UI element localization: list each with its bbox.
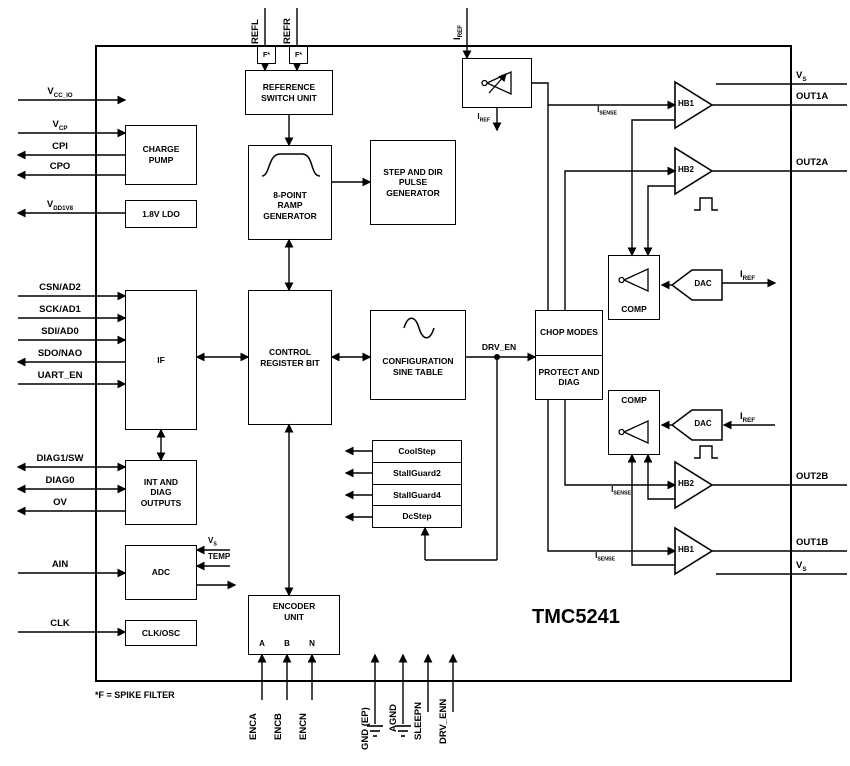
signal-label-isense-top: ISENSE — [597, 105, 617, 117]
pin-label-gnd-ep: GND (EP) — [360, 707, 371, 750]
block-comp-bottom: COMP — [608, 390, 660, 455]
pin-label-iref-right-top: IREF — [740, 269, 755, 282]
block-ramp-generator: 8-POINT RAMP GENERATOR — [248, 145, 332, 240]
block-clk-osc: CLK/OSC — [125, 620, 197, 646]
block-sine-table: CONFIGURATION SINE TABLE — [370, 310, 466, 400]
pin-label-clk: CLK — [50, 618, 70, 629]
block-iref-generator — [462, 58, 532, 108]
encoder-pin-n: N — [309, 639, 315, 648]
block-encoder-unit: ENCODER UNIT — [248, 595, 340, 655]
block-int-diag-outputs: INT AND DIAG OUTPUTS — [125, 460, 197, 525]
pin-label-ain: AIN — [51, 559, 69, 570]
pin-label-csn-ad2: CSN/AD2 — [39, 282, 81, 293]
pin-label-vcp: VCP — [52, 119, 68, 132]
pin-label-out2a: OUT2A — [796, 157, 829, 168]
pin-label-refr: REFR — [282, 18, 293, 44]
pin-label-refl: REFL — [250, 19, 261, 44]
pin-label-encn: ENCN — [298, 713, 309, 740]
dac-bottom-label: DAC — [694, 419, 712, 428]
block-comp-top: COMP — [608, 255, 660, 320]
block-protect-diag: PROTECT AND DIAG — [538, 366, 600, 388]
pin-label-enca: ENCA — [248, 713, 259, 740]
feature-stallguard4: StallGuard4 — [373, 485, 461, 507]
dac-top-label: DAC — [694, 279, 712, 288]
pin-label-out1a: OUT1A — [796, 91, 829, 102]
feature-coolstep: CoolStep — [373, 441, 461, 463]
hb2-top-label: HB2 — [678, 165, 695, 174]
pin-label-out1b: OUT1B — [796, 537, 829, 548]
filter-box-refl: F* — [257, 46, 276, 64]
pin-label-sleepn: SLEEPN — [413, 701, 424, 740]
block-if: IF — [125, 290, 197, 430]
pin-label-ov: OV — [53, 497, 67, 508]
pin-label-iref-right-bottom: IREF — [740, 411, 755, 424]
pin-label-encb: ENCB — [273, 713, 284, 740]
block-chop-protect: CHOP MODES PROTECT AND DIAG — [535, 310, 603, 400]
feature-stallguard2: StallGuard2 — [373, 463, 461, 485]
encoder-pin-a: A — [259, 639, 265, 648]
block-adc: ADC — [125, 545, 197, 600]
pin-label-vdd1v8: VDD1V8 — [46, 199, 74, 212]
encoder-pin-b: B — [284, 639, 290, 648]
signal-label-vs-adc: VS — [208, 536, 217, 548]
pin-label-sck-ad1: SCK/AD1 — [39, 304, 81, 315]
hb1-bottom-label: HB1 — [678, 545, 695, 554]
pin-label-cpi: CPI — [52, 141, 68, 152]
pin-label-drv-enn: DRV_ENN — [438, 698, 449, 744]
hb2-bottom-label: HB2 — [678, 479, 695, 488]
block-step-dir-generator: STEP AND DIR PULSE GENERATOR — [370, 140, 456, 225]
feature-stack: CoolStep StallGuard2 StallGuard4 DcStep — [372, 440, 462, 528]
signal-label-drv-en: DRV_EN — [481, 342, 517, 352]
pin-label-vs-top: VS — [796, 70, 807, 83]
signal-label-isense-hb2b: ISENSE — [611, 485, 631, 497]
chip-name: TMC5241 — [532, 606, 620, 628]
block-chop-modes: CHOP MODES — [536, 311, 602, 356]
pin-label-agnd: AGND — [388, 704, 399, 732]
feature-dcstep: DcStep — [402, 511, 432, 522]
block-control-register: CONTROL REGISTER BIT — [248, 290, 332, 425]
pin-label-sdi-ad0: SDI/AD0 — [41, 326, 79, 337]
pin-label-iref-top: IREF — [452, 25, 464, 40]
pin-label-diag1-sw: DIAG1/SW — [36, 453, 84, 464]
block-reference-switch-unit: REFERENCE SWITCH UNIT — [245, 70, 333, 115]
pin-label-cpo: CPO — [49, 161, 71, 172]
block-ldo: 1.8V LDO — [125, 200, 197, 228]
block-charge-pump: CHARGE PUMP — [125, 125, 197, 185]
pin-label-vs-bottom: VS — [796, 560, 807, 573]
signal-label-iref-internal: IREF — [477, 112, 490, 124]
pin-label-out2b: OUT2B — [796, 471, 829, 482]
pin-label-diag0: DIAG0 — [45, 475, 75, 486]
pin-label-uart-en: UART_EN — [37, 370, 83, 381]
filter-box-refr: F* — [289, 46, 308, 64]
spike-filter-note: *F = SPIKE FILTER — [95, 690, 175, 700]
hb1-top-label: HB1 — [678, 99, 695, 108]
pin-label-vcc-io: VCC_IO — [47, 86, 73, 99]
signal-label-isense-hb1b: ISENSE — [595, 551, 615, 563]
signal-label-temp: TEMP — [208, 552, 231, 561]
pin-label-sdo-nao: SDO/NAO — [37, 348, 83, 359]
